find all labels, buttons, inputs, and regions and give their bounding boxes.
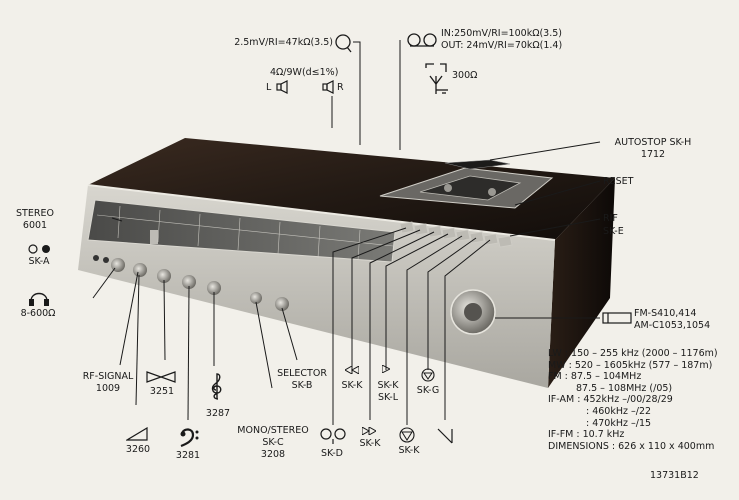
stereo-label: STEREO <box>16 208 54 219</box>
spec-line: FM : 87.5 – 104MHz <box>548 371 642 383</box>
fm-antenna-label: FM-S410,414 <box>634 308 697 319</box>
ff-sk-k-label: SK-K <box>359 438 381 449</box>
spec-line: MW : 520 – 1605kHz (577 – 187m) <box>548 359 713 371</box>
bass-number: 3281 <box>175 450 201 461</box>
sk-l-label: SK-L <box>378 392 398 403</box>
sk-c-label: SK-C <box>262 437 284 448</box>
sk-c-number: 3208 <box>260 449 286 460</box>
spec-line: LW : 150 – 255 kHz (2000 – 1176m) <box>548 348 718 359</box>
cabinet-side <box>548 178 615 388</box>
autostop-number: 1712 <box>640 149 666 160</box>
stereo-number: 6001 <box>22 220 48 231</box>
sk-e-label: SK-E <box>603 226 624 237</box>
figure-code: 13731B12 <box>650 470 699 481</box>
rewind-icon <box>345 366 359 374</box>
mono-stereo-label: MONO/STEREO <box>237 425 309 436</box>
balance-icon <box>146 371 176 383</box>
autostop-label: AUTOSTOP SK-H <box>614 137 692 148</box>
rf-signal-number: 1009 <box>95 383 121 394</box>
volume-icon <box>126 427 148 441</box>
tape-record-icon <box>320 428 346 444</box>
tape-reel-icon <box>407 33 437 47</box>
headphone-range-label: 8-600Ω <box>20 308 56 319</box>
spec-line: IF-FM : 10.7 kHz <box>548 429 625 441</box>
microphone-icon <box>335 34 352 53</box>
rewind-sk-k-label: SK-K <box>341 380 363 391</box>
treble-clef-icon <box>211 373 222 400</box>
speaker-left-icon <box>276 80 288 94</box>
spec-block: LW : 150 – 255 kHz (2000 – 1176m) MW : 5… <box>548 348 718 452</box>
treble-number: 3287 <box>205 408 231 419</box>
sk-d-label: SK-D <box>320 448 343 459</box>
front-knobs <box>93 255 289 311</box>
tape-out-label: OUT: 24mV/RI=70kΩ(1.4) <box>441 40 563 51</box>
sk-b-label: SK-B <box>291 380 313 391</box>
sk-g-label: SK-G <box>416 385 440 396</box>
spec-line: : 470kHz –/15 <box>586 417 652 429</box>
selector-label: SELECTOR <box>277 368 327 379</box>
am-antenna-label: AM-C1053,1054 <box>634 320 711 331</box>
spec-line: DIMENSIONS : 626 x 110 x 400mm <box>548 440 715 452</box>
eject-icon <box>421 368 435 382</box>
stop-sk-k-label: SK-K <box>398 445 420 456</box>
headphones-icon <box>29 292 49 306</box>
bass-clef-icon <box>180 428 199 447</box>
fast-forward-icon <box>362 427 376 435</box>
volume-number: 3260 <box>125 444 151 455</box>
mic-input-label: 2.5mV/RI=47kΩ(3.5) <box>234 37 333 48</box>
antenna-impedance-label: 300Ω <box>452 70 478 81</box>
reset-label: RESET <box>603 176 634 187</box>
play-sk-k-label: SK-K <box>377 380 399 391</box>
rf-signal-label: RF-SIGNAL <box>82 371 134 382</box>
spec-line: IF-AM : 452kHz –/00/28/29 <box>548 394 673 406</box>
leader-lines <box>92 40 601 425</box>
speaker-right-label: R <box>337 82 344 93</box>
stop-icon <box>399 427 415 443</box>
spec-line: : 460kHz –/22 <box>586 405 652 417</box>
spec-line: 87.5 – 108MHz (/05) <box>576 382 673 394</box>
speaker-left-label: L <box>266 82 272 93</box>
cabinet-top <box>88 138 615 240</box>
tuning-dial <box>87 199 396 263</box>
play-icon <box>382 365 390 373</box>
record-pause-icon <box>437 428 453 444</box>
antenna-icon <box>425 63 448 94</box>
ferrite-antenna-icon <box>602 312 632 324</box>
speaker-right-icon <box>322 80 334 94</box>
balance-number: 3251 <box>149 386 175 397</box>
sk-a-label: SK-A <box>28 256 50 267</box>
stereo-indicator-icon <box>28 244 50 254</box>
tape-in-label: IN:250mV/RI=100kΩ(3.5) <box>441 28 562 39</box>
speaker-spec-label: 4Ω/9W(d≤1%) <box>270 67 339 78</box>
rif-label: RIF <box>603 213 618 224</box>
